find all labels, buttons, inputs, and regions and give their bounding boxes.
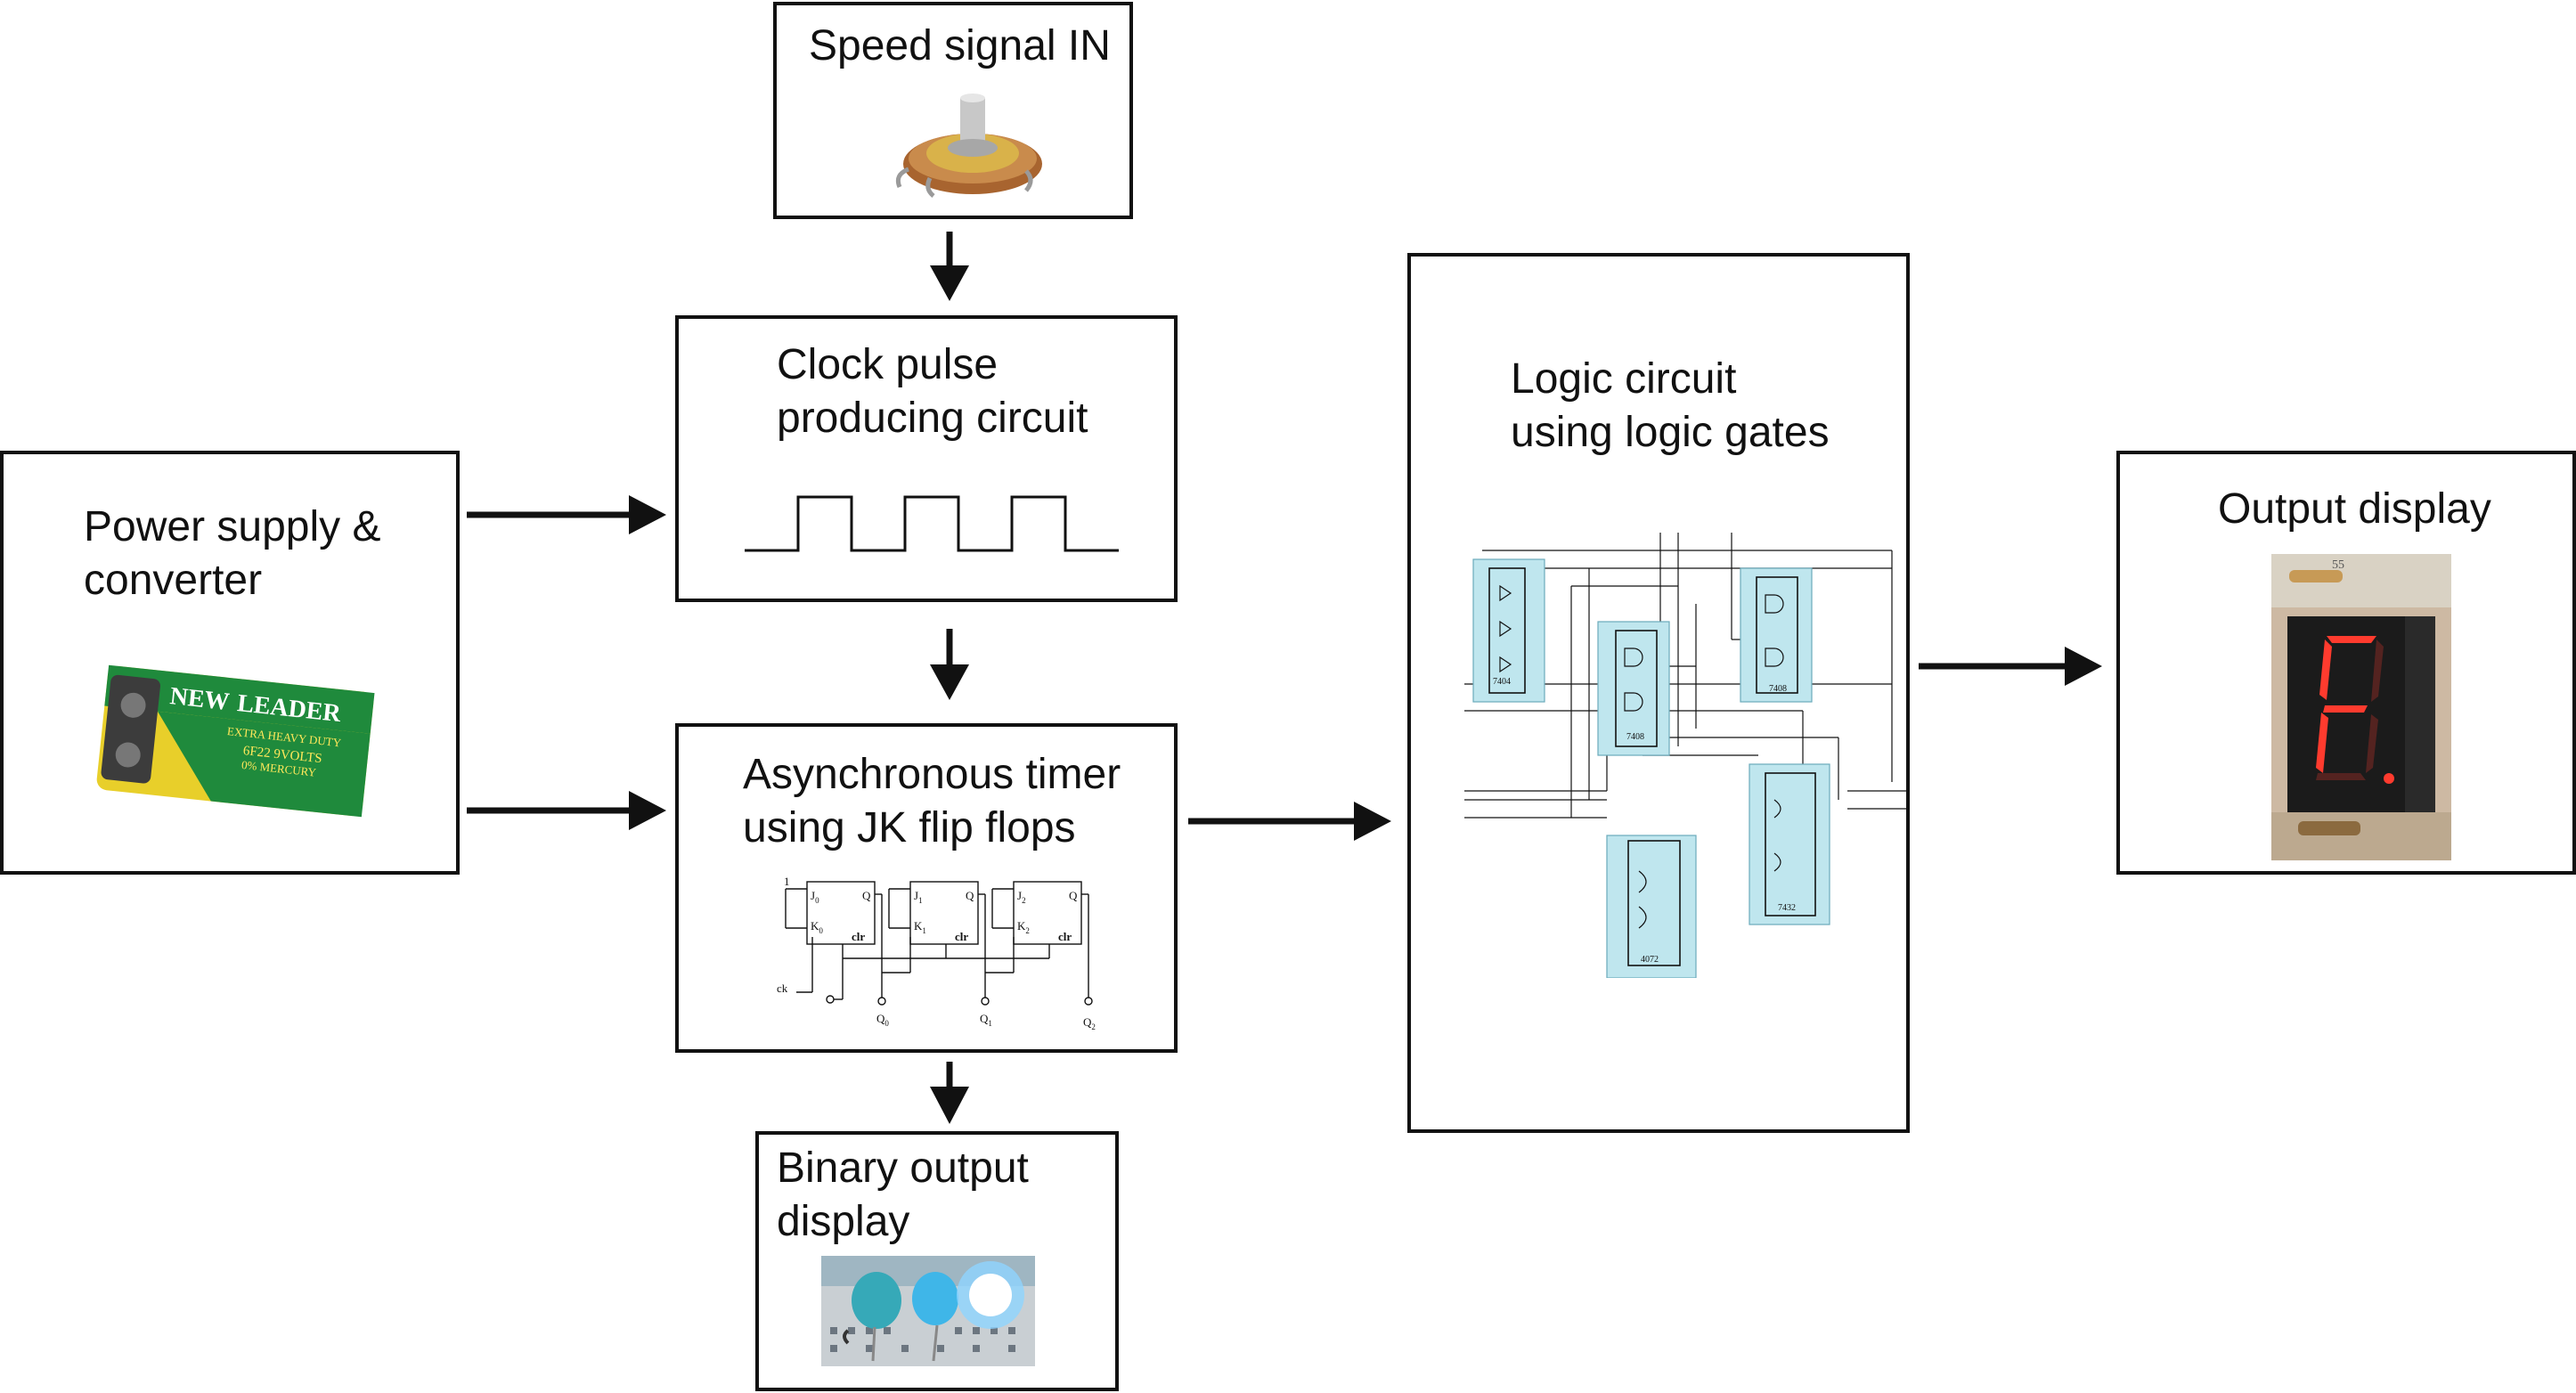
led-3 (969, 1274, 1012, 1316)
binary-output-title: Binary output display (777, 1145, 1029, 1245)
ff0-j: J0 (811, 889, 819, 905)
ff2-j: J2 (1017, 889, 1026, 905)
output-display-block: Output display 55 (2116, 451, 2576, 875)
ff0-q: Q (862, 889, 871, 902)
clock-pulse-title: Clock pulse producing circuit (777, 341, 1088, 442)
logic-circuit-block: Logic circuit using logic gates (1407, 253, 1910, 1133)
ff2-clr: clr (1058, 930, 1072, 943)
jk-one-label: 1 (784, 875, 790, 888)
logic-gates-schematic: 7404 7408 7408 7432 4072 (1464, 533, 1910, 978)
ff1-q: Q (966, 889, 974, 902)
speed-signal-block: Speed signal IN (773, 2, 1133, 219)
ff2-k: K2 (1017, 919, 1030, 935)
chip-7408-b: 7408 (1769, 684, 1787, 694)
led-1 (852, 1272, 901, 1329)
output-display-title: Output display (2218, 485, 2491, 533)
ff2-q: Q (1069, 889, 1078, 902)
chip-7404: 7404 (1493, 677, 1511, 687)
led-photo (821, 1256, 1035, 1366)
led-2 (912, 1272, 958, 1325)
async-timer-block: Asynchronous timer using JK flip flops 1… (675, 723, 1178, 1053)
logic-circuit-title: Logic circuit using logic gates (1511, 355, 1830, 456)
jk-ck-label: ck (777, 982, 788, 995)
ff1-j: J1 (914, 889, 923, 905)
async-timer-title: Asynchronous timer using JK flip flops (743, 751, 1121, 851)
ff1-clr: clr (955, 930, 968, 943)
chip-7432: 7432 (1778, 903, 1796, 913)
chip-7408-a: 7408 (1626, 732, 1644, 742)
ff0-k: K0 (811, 919, 823, 935)
power-supply-block: Power supply & converter NEW LEADER EXTR… (0, 451, 460, 875)
q1-output: Q1 (980, 1012, 992, 1028)
battery-brand-new: NEW (168, 682, 231, 716)
q2-output: Q2 (1083, 1015, 1096, 1031)
seven-segment-photo: 55 (2271, 554, 2451, 860)
ff0-clr: clr (852, 930, 865, 943)
board-label: 55 (2332, 558, 2344, 572)
power-supply-title: Power supply & converter (84, 503, 381, 604)
binary-output-block: Binary output display (755, 1131, 1119, 1391)
square-wave (745, 495, 1119, 552)
clock-pulse-block: Clock pulse producing circuit (675, 315, 1178, 602)
speed-signal-title: Speed signal IN (809, 22, 1111, 69)
ff1-k: K1 (914, 919, 926, 935)
q0-output: Q0 (876, 1012, 889, 1028)
chip-4072: 4072 (1641, 955, 1659, 965)
jk-flipflop-schematic: 1 ck J0 K0 Q clr J1 K1 Q clr J2 K2 Q clr (777, 875, 1096, 1031)
potentiometer-image (895, 94, 1042, 198)
battery-image: NEW LEADER EXTRA HEAVY DUTY 6F22 9VOLTS … (96, 664, 375, 818)
